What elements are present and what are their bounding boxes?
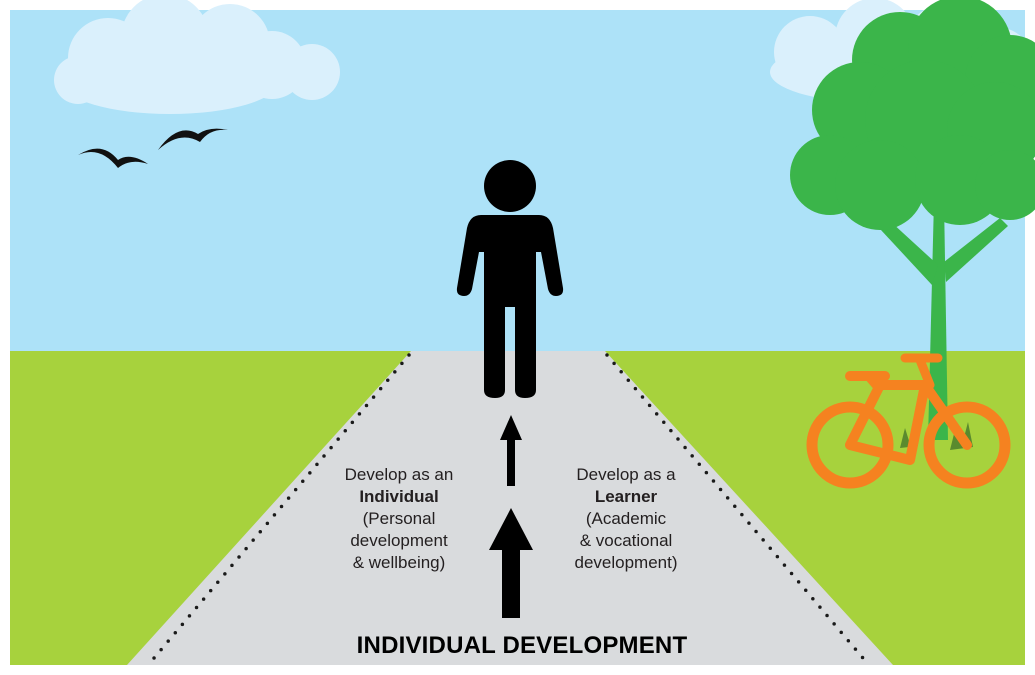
cloud-left [54,0,340,114]
left-label-bold: Individual [359,487,439,506]
path-edge-left [147,353,411,666]
up-arrow-icon [489,508,533,618]
right-label-bold: Learner [594,487,658,506]
main-heading: INDIVIDUAL DEVELOPMENT [356,632,688,659]
right-label-line5: development) [574,553,678,572]
bird-icon [158,128,228,150]
individual-label: Develop as an Individual (Personal devel… [326,464,472,574]
left-label-line4: development [350,531,448,550]
right-label-line4: & vocational [579,531,673,550]
right-label-line1: Develop as a [576,465,676,484]
learner-label: Develop as a Learner (Academic & vocatio… [546,464,706,574]
right-label-line3: (Academic [585,509,667,528]
path-edge-right [605,353,870,666]
left-label-line1: Develop as an [344,465,454,484]
path [127,351,893,665]
left-label-line5: & wellbeing) [352,553,446,572]
up-arrow-icon [500,415,522,486]
tree-icon [790,0,1035,440]
bird-icon [78,148,148,168]
bicycle-icon [806,353,1011,489]
person-icon [456,160,564,398]
left-label-line3: (Personal [362,509,436,528]
